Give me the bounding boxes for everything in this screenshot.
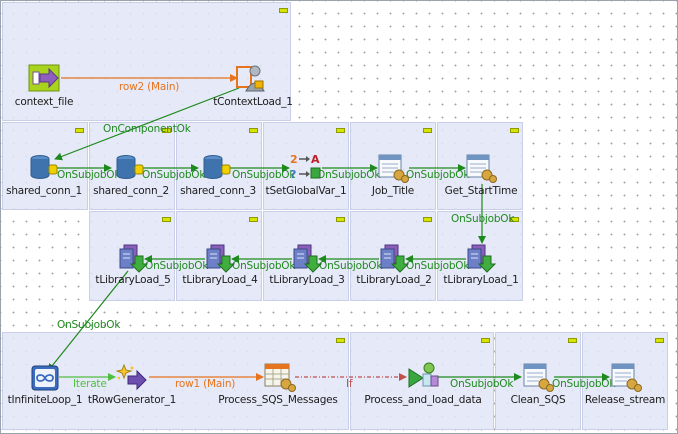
component-clean-sqs[interactable] bbox=[522, 362, 556, 392]
component-job-title[interactable] bbox=[377, 153, 411, 183]
component-process-and-load-data[interactable] bbox=[407, 361, 441, 391]
component-shared-conn-3[interactable] bbox=[201, 154, 235, 184]
subjob-collapse-button[interactable] bbox=[481, 338, 490, 343]
component-tlibraryload-2[interactable] bbox=[378, 244, 412, 274]
svg-text:A: A bbox=[311, 153, 320, 166]
component-label: Process_and_load_data bbox=[364, 394, 482, 406]
component-label: Get_StartTime bbox=[444, 185, 518, 197]
component-label: tContextLoad_1 bbox=[213, 96, 293, 108]
component-label: Job_Title bbox=[371, 185, 415, 197]
process-table-icon bbox=[264, 363, 296, 392]
svg-text:?: ? bbox=[290, 168, 296, 181]
set-global-var-icon: 2 A ? bbox=[290, 153, 321, 181]
component-tinfiniteloop-1[interactable] bbox=[31, 364, 65, 394]
component-label: tLibraryLoad_4 bbox=[182, 274, 258, 286]
component-tcontextload-1[interactable] bbox=[235, 63, 269, 93]
component-tlibraryload-1[interactable] bbox=[465, 244, 499, 274]
subjob-process-and-load[interactable] bbox=[350, 332, 494, 430]
file-input-icon bbox=[28, 64, 60, 92]
job-document-icon bbox=[523, 363, 554, 392]
component-label: tSetGlobalVar_1 bbox=[265, 185, 347, 197]
job-document-icon bbox=[611, 363, 642, 392]
run-job-icon bbox=[408, 362, 439, 388]
component-get-starttime[interactable] bbox=[465, 153, 499, 183]
component-label: shared_conn_2 bbox=[93, 185, 169, 197]
subjob-clean-sqs[interactable] bbox=[495, 332, 581, 430]
component-label: tLibraryLoad_3 bbox=[269, 274, 345, 286]
component-label: tLibraryLoad_1 bbox=[443, 274, 519, 286]
component-process-sqs-messages[interactable] bbox=[263, 362, 297, 392]
subjob-collapse-button[interactable] bbox=[510, 217, 519, 222]
subjob-collapse-button[interactable] bbox=[336, 217, 345, 222]
database-connection-icon bbox=[116, 155, 144, 179]
row-generator-icon bbox=[116, 363, 147, 391]
component-shared-conn-1[interactable] bbox=[28, 154, 62, 184]
svg-text:2: 2 bbox=[290, 153, 298, 166]
component-release-stream[interactable] bbox=[610, 362, 644, 392]
component-label: Process_SQS_Messages bbox=[218, 394, 338, 406]
subjob-collapse-button[interactable] bbox=[423, 128, 432, 133]
component-label: tLibraryLoad_2 bbox=[356, 274, 432, 286]
component-label: shared_conn_3 bbox=[180, 185, 256, 197]
library-load-icon bbox=[206, 244, 236, 273]
infinite-loop-icon bbox=[31, 365, 59, 391]
component-label: tInfiniteLoop_1 bbox=[7, 394, 83, 406]
database-connection-icon bbox=[30, 155, 58, 179]
subjob-collapse-button[interactable] bbox=[568, 338, 577, 343]
subjob-set-global-var[interactable] bbox=[263, 122, 349, 210]
library-load-icon bbox=[467, 244, 497, 273]
subjob-collapse-button[interactable] bbox=[75, 128, 84, 133]
subjob-collapse-button[interactable] bbox=[279, 8, 288, 13]
subjob-collapse-button[interactable] bbox=[249, 217, 258, 222]
subjob-collapse-button[interactable] bbox=[655, 338, 664, 343]
component-tlibraryload-5[interactable] bbox=[117, 244, 151, 274]
component-label: Clean_SQS bbox=[510, 394, 566, 406]
job-document-icon bbox=[378, 154, 409, 183]
component-trowgenerator-1[interactable] bbox=[116, 363, 150, 393]
component-tsetglobalvar-1[interactable]: 2 A ? bbox=[289, 152, 323, 182]
job-document-icon bbox=[466, 154, 497, 183]
component-context-file[interactable] bbox=[28, 63, 62, 93]
context-load-icon bbox=[236, 65, 265, 92]
component-label: tRowGenerator_1 bbox=[87, 394, 177, 406]
subjob-collapse-button[interactable] bbox=[249, 128, 258, 133]
library-load-icon bbox=[119, 244, 149, 273]
component-label: context_file bbox=[14, 96, 74, 108]
subjob-collapse-button[interactable] bbox=[423, 217, 432, 222]
library-load-icon bbox=[293, 244, 323, 273]
link-label-on-subjob-ok: OnSubjobOk bbox=[57, 319, 121, 331]
component-shared-conn-2[interactable] bbox=[114, 154, 148, 184]
component-label: shared_conn_1 bbox=[6, 185, 82, 197]
component-label: Release_stream bbox=[584, 394, 666, 406]
library-load-icon bbox=[380, 244, 410, 273]
component-label: tLibraryLoad_5 bbox=[95, 274, 171, 286]
subjob-collapse-button[interactable] bbox=[336, 338, 345, 343]
subjob-collapse-button[interactable] bbox=[162, 128, 171, 133]
subjob-collapse-button[interactable] bbox=[336, 128, 345, 133]
component-tlibraryload-3[interactable] bbox=[291, 244, 325, 274]
subjob-collapse-button[interactable] bbox=[510, 128, 519, 133]
database-connection-icon bbox=[203, 155, 231, 179]
subjob-collapse-button[interactable] bbox=[162, 217, 171, 222]
component-tlibraryload-4[interactable] bbox=[204, 244, 238, 274]
